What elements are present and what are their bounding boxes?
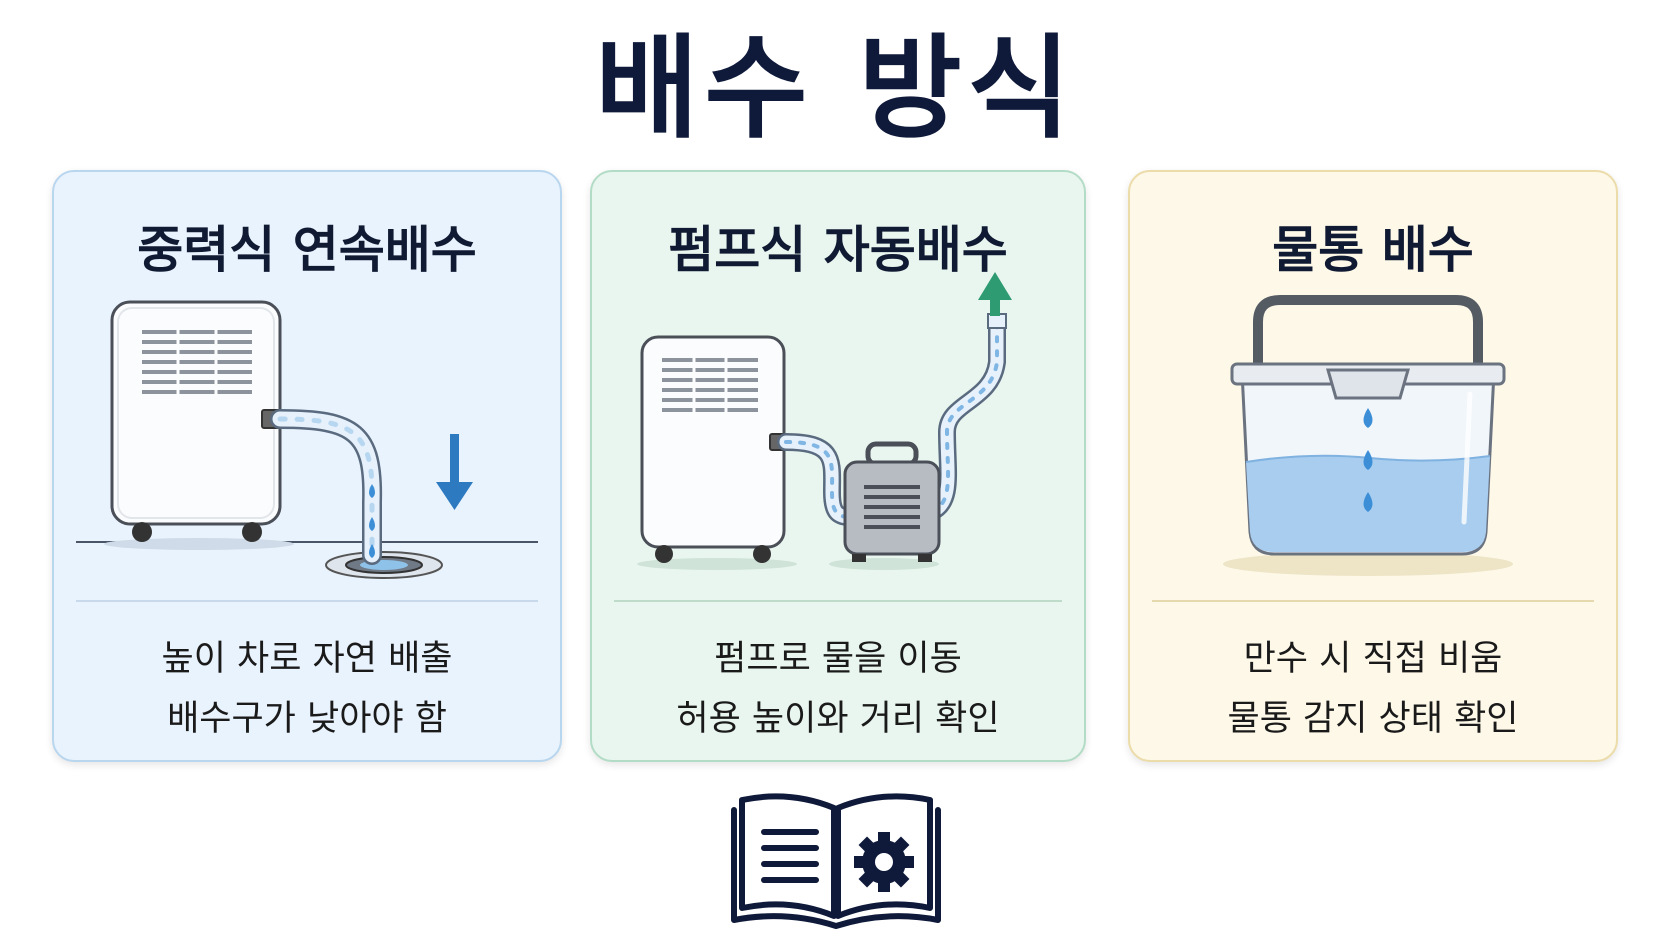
dehumidifier-icon (110, 300, 282, 542)
card-description-line-2: 물통 감지 상태 확인 (1227, 699, 1519, 739)
bucket-illustration (1223, 295, 1513, 576)
dehumidifier-icon (640, 335, 787, 563)
card-divider (614, 600, 1062, 602)
card-description-line-1: 펌프로 물을 이동 (714, 639, 962, 679)
card-description-line-1: 높이 차로 자연 배출 (161, 639, 453, 679)
floor-shadow (1223, 552, 1513, 576)
card-divider (76, 600, 538, 602)
card-title: 펌프식 자동배수 (668, 221, 1008, 279)
card-description-line-1: 만수 시 직접 비움 (1243, 639, 1503, 679)
card-pump-drain: 펌프식 자동배수 (590, 170, 1086, 762)
floor-shadow (104, 538, 294, 550)
card-gravity-drain: 중력식 연속배수 (52, 170, 562, 762)
water-drop-icon (369, 484, 375, 558)
down-arrow-icon (436, 434, 473, 510)
gravity-drain-illustration (76, 300, 538, 579)
hose-icon (777, 433, 859, 526)
card-divider (1152, 600, 1594, 602)
hose-icon (923, 313, 1007, 521)
card-title: 중력식 연속배수 (137, 221, 477, 279)
card-description-line-2: 배수구가 낮아야 함 (167, 699, 447, 739)
hose-icon (270, 409, 383, 565)
water-drop-icon (1363, 408, 1373, 512)
card-description-line-2: 허용 높이와 거리 확인 (676, 699, 1000, 739)
pump-drain-illustration (637, 272, 1012, 570)
up-arrow-icon (978, 272, 1012, 316)
pump-icon (843, 441, 941, 562)
floor-drain-icon (325, 551, 443, 579)
manual-book-gear-icon (731, 793, 941, 929)
page-title: 배수 방식 (595, 24, 1077, 154)
card-bucket-drain: 물통 배수 만수 시 직접 비움 물통 감지 상태 확인 (1128, 170, 1618, 762)
card-title: 물통 배수 (1272, 221, 1474, 279)
